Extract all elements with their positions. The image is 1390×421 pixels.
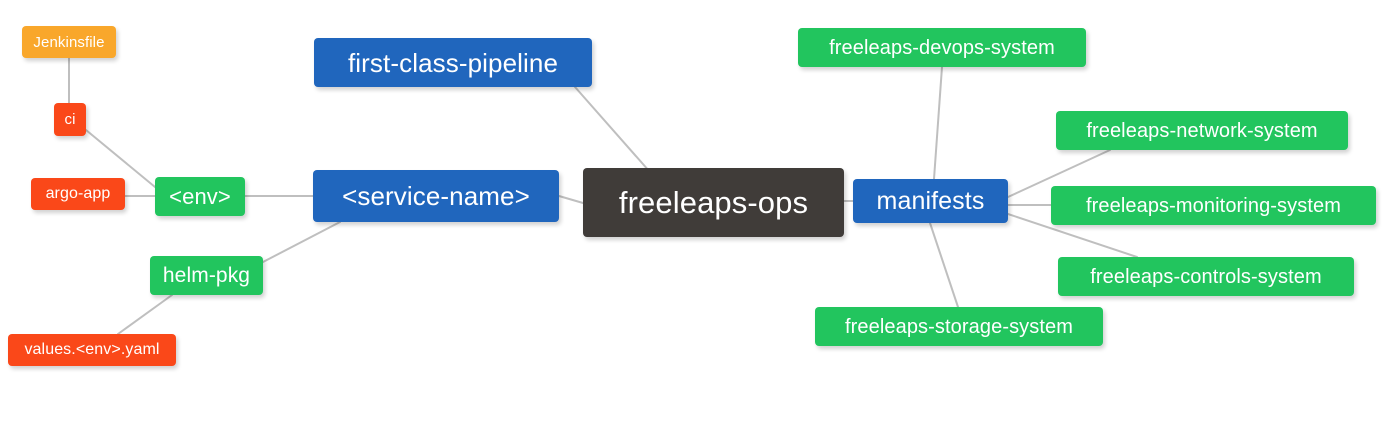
node-manifests[interactable]: manifests (853, 179, 1008, 223)
node-label-first-class-pipeline: first-class-pipeline (347, 47, 559, 78)
node-argo-app[interactable]: argo-app (31, 178, 125, 210)
node-label-freeleaps-devops-system: freeleaps-devops-system (829, 36, 1055, 59)
node-label-freeleaps-monitoring-system: freeleaps-monitoring-system (1085, 194, 1341, 217)
node-label-env: <env> (169, 183, 231, 209)
node-jenkinsfile[interactable]: Jenkinsfile (22, 26, 116, 58)
node-label-freeleaps-network-system: freeleaps-network-system (1086, 119, 1318, 142)
node-label-freeleaps-ops: freeleaps-ops (618, 185, 809, 220)
node-label-argo-app: argo-app (45, 185, 111, 202)
node-ci[interactable]: ci (54, 103, 86, 136)
node-freeleaps-controls-system[interactable]: freeleaps-controls-system (1058, 257, 1354, 296)
node-helm-pkg[interactable]: helm-pkg (150, 256, 263, 295)
edge-manifests-to-freeleaps-storage-system (929, 222, 959, 308)
node-freeleaps-monitoring-system[interactable]: freeleaps-monitoring-system (1051, 186, 1376, 225)
node-first-class-pipeline[interactable]: first-class-pipeline (314, 38, 592, 87)
node-freeleaps-network-system[interactable]: freeleaps-network-system (1056, 111, 1348, 150)
node-label-service-name: <service-name> (342, 181, 530, 211)
node-label-jenkinsfile: Jenkinsfile (33, 33, 105, 51)
edge-manifests-to-freeleaps-devops-system (933, 66, 943, 180)
edge-helm-pkg-to-values-env-yaml (117, 294, 173, 335)
edge-freeleaps-ops-to-service-name (558, 195, 584, 204)
node-values-env-yaml[interactable]: values.<env>.yaml (8, 334, 176, 366)
node-env[interactable]: <env> (155, 177, 245, 216)
node-freeleaps-devops-system[interactable]: freeleaps-devops-system (798, 28, 1086, 67)
edge-service-name-to-helm-pkg (262, 221, 341, 263)
node-service-name[interactable]: <service-name> (313, 170, 559, 222)
edge-freeleaps-ops-to-first-class-pipeline (574, 86, 658, 181)
node-label-values-env-yaml: values.<env>.yaml (24, 341, 160, 358)
node-freeleaps-storage-system[interactable]: freeleaps-storage-system (815, 307, 1103, 346)
node-freeleaps-ops[interactable]: freeleaps-ops (583, 168, 844, 237)
node-label-ci: ci (64, 111, 76, 128)
node-label-freeleaps-storage-system: freeleaps-storage-system (844, 315, 1074, 338)
node-label-freeleaps-controls-system: freeleaps-controls-system (1090, 265, 1322, 288)
node-label-manifests: manifests (876, 186, 985, 215)
node-label-helm-pkg: helm-pkg (162, 264, 251, 287)
